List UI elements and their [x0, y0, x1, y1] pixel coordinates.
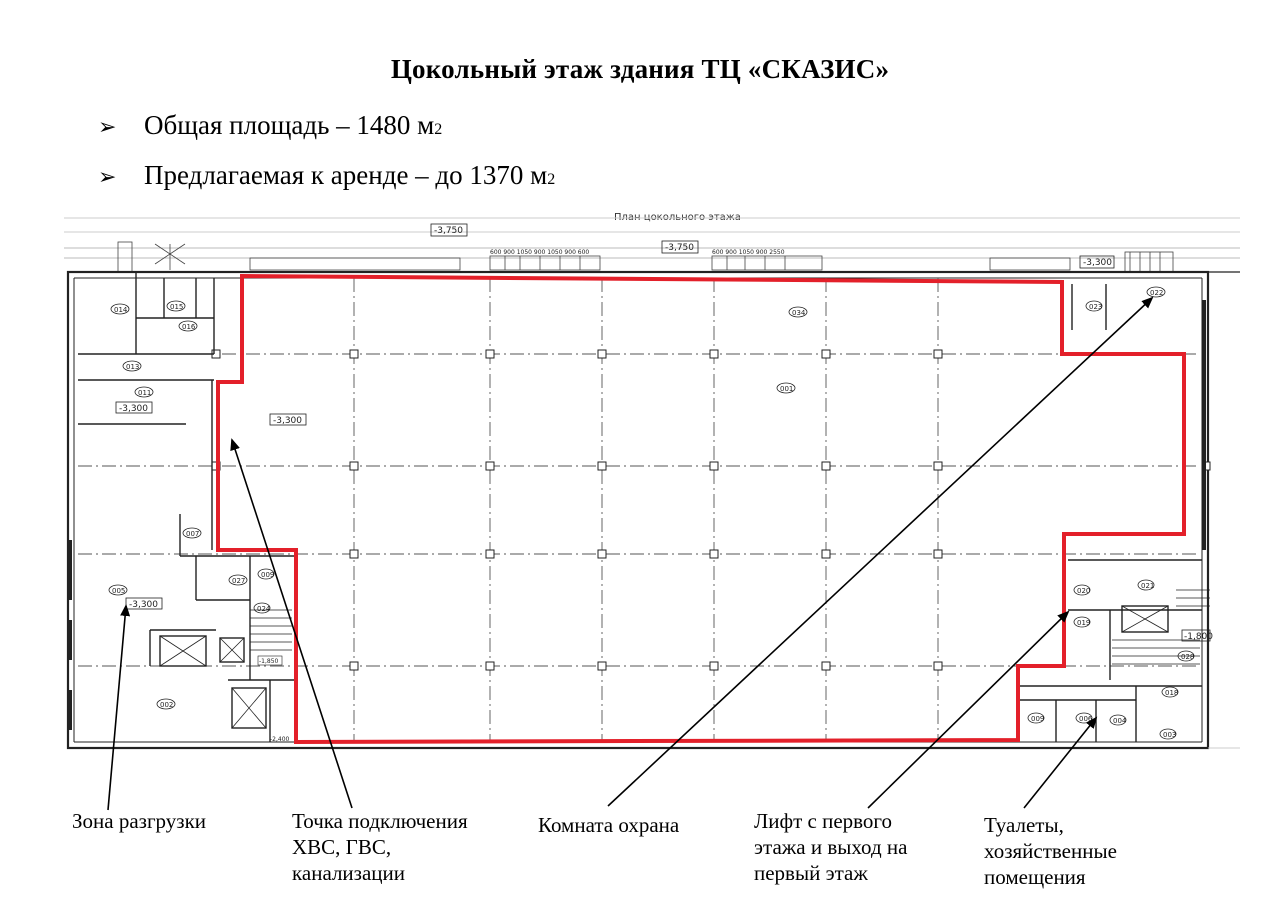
callout-arrows [107, 296, 1154, 811]
room-005: 005 [112, 587, 125, 595]
room-004: 004 [1113, 717, 1127, 725]
room-011: 011 [138, 389, 151, 397]
arrow-bullet-icon: ➢ [98, 114, 117, 139]
level-bottom: -2,400 [270, 736, 290, 743]
callout-elevator: Лифт с первого этажа и выход на первый э… [754, 809, 908, 885]
callout-utilities: Точка подключения ХВС, ГВС, канализации [292, 809, 468, 885]
dims-top-b: 600 900 1050 900 2550 [712, 249, 785, 256]
total-area-text: Общая площадь – 1480 м [144, 110, 435, 140]
callout-toilets: Туалеты, хозяйственные помещения [984, 813, 1117, 889]
arrow-toilets [1023, 716, 1098, 809]
room-015: 015 [170, 303, 183, 311]
structural-grid [78, 278, 1200, 742]
room-019: 019 [1077, 619, 1090, 627]
room-003: 003 [1163, 731, 1176, 739]
level-left-room: -3,300 [119, 404, 148, 414]
arrow-unloading [107, 604, 131, 811]
right-rooms [1018, 284, 1210, 742]
room-009: 009 [261, 571, 274, 579]
callout-security: Комната охрана [538, 813, 680, 837]
dims-top-a: 600 900 1050 900 1050 900 600 [490, 249, 589, 256]
arrow-utilities [230, 438, 353, 809]
level-small-a: -1,850 [259, 658, 279, 665]
room-022: 022 [1150, 289, 1163, 297]
room-014: 014 [114, 306, 128, 314]
room-018: 018 [1165, 689, 1178, 697]
level-top-mid: -3,750 [665, 243, 694, 253]
room-009-right: 009 [1031, 715, 1044, 723]
room-007: 007 [186, 530, 199, 538]
level-center-left: -3,300 [273, 416, 302, 426]
room-034: 034 [792, 309, 806, 317]
room-028: 028 [1181, 653, 1194, 661]
rentable-area-outline [216, 273, 1186, 745]
level-right: -1,800 [1184, 632, 1213, 642]
arrow-elevator [867, 610, 1070, 809]
room-002: 002 [160, 701, 173, 709]
room-021: 021 [1141, 582, 1154, 590]
plan-top-band [64, 217, 1240, 259]
top-windows [117, 241, 1174, 273]
callout-unloading: Зона разгрузки [72, 809, 207, 833]
rent-area-text: Предлагаемая к аренде – до 1370 м [144, 160, 548, 190]
room-027: 027 [232, 577, 245, 585]
level-top-left: -3,750 [434, 226, 463, 236]
arrow-bullet-icon: ➢ [98, 164, 117, 189]
room-023: 023 [1089, 303, 1102, 311]
level-top-right: -3,300 [1083, 258, 1112, 268]
left-rooms [68, 272, 296, 742]
page-title: Цокольный этаж здания ТЦ «СКАЗИС» [390, 54, 890, 84]
room-001: 001 [780, 385, 793, 393]
room-006: 006 [1079, 715, 1093, 723]
room-024: 024 [257, 605, 271, 613]
arrow-security [607, 296, 1154, 807]
level-bottom-left: -3,300 [129, 600, 158, 610]
room-013: 013 [126, 363, 139, 371]
columns [211, 349, 1211, 671]
room-020: 020 [1077, 587, 1090, 595]
room-016: 016 [182, 323, 196, 331]
